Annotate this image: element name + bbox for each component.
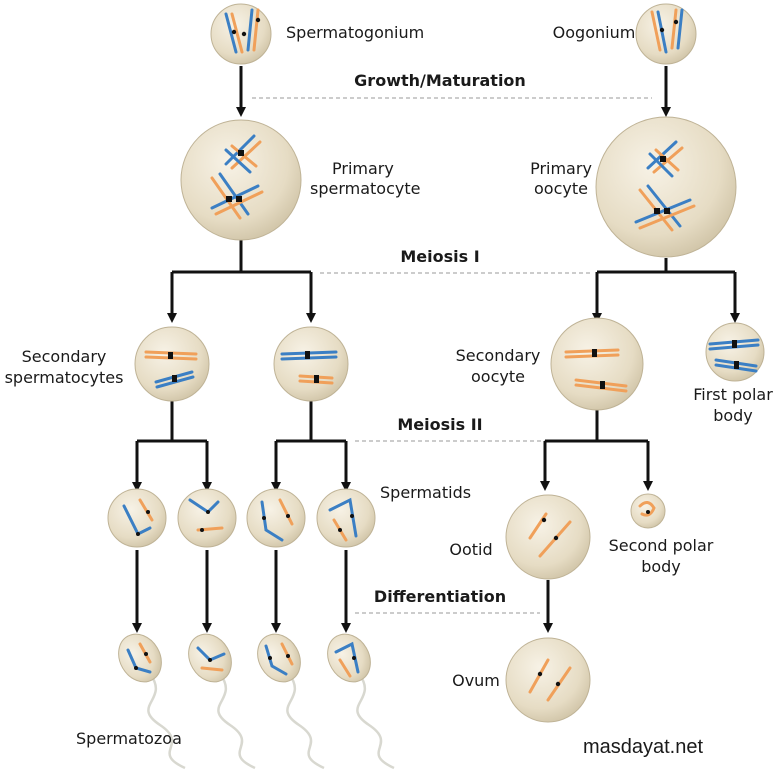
stage-growth-maturation: Growth/Maturation [354,71,526,90]
label-primary-spermatocyte-2: spermatocyte [310,179,420,198]
cell-spermatid-4 [316,488,376,548]
label-first-polar-body-2: body [713,406,753,425]
cell-spermatid-2 [177,488,237,548]
cell-secondary-spermatocyte-left [134,326,210,402]
watermark: masdayat.net [583,736,704,758]
label-primary-oocyte-1: Primary [530,159,592,178]
label-second-polar-body-2: body [641,557,681,576]
labels: Spermatogonium Oogonium Primary spermato… [5,23,774,748]
cell-spermatid-3 [246,488,306,548]
cell-primary-spermatocyte [180,119,302,241]
flow-arrows [132,66,740,633]
label-ootid: Ootid [449,540,492,559]
cell-secondary-spermatocyte-right [273,326,349,402]
spermatozoon-2 [188,633,256,770]
label-spermatids: Spermatids [380,483,471,502]
cells [107,3,765,770]
label-ovum: Ovum [452,671,500,690]
spermatozoon-4 [327,633,395,770]
label-spermatogonium: Spermatogonium [286,23,424,42]
label-secondary-spermatocytes-1: Secondary [22,347,107,366]
label-primary-spermatocyte-1: Primary [332,159,394,178]
cell-spermatogonium [210,3,272,65]
cell-secondary-oocyte [550,317,644,411]
label-primary-oocyte-2: oocyte [534,179,588,198]
cell-ootid [505,494,591,580]
cell-oogonium [635,3,697,65]
stage-differentiation: Differentiation [374,587,506,606]
cell-second-polar-body [630,493,666,529]
cell-primary-oocyte [595,116,737,258]
label-spermatozoa: Spermatozoa [76,729,182,748]
label-oogonium: Oogonium [553,23,636,42]
cell-first-polar-body [705,322,765,382]
label-secondary-spermatocytes-2: spermatocytes [5,368,124,387]
stage-labels: Growth/Maturation Meiosis I Meiosis II D… [354,71,526,606]
label-secondary-oocyte-1: Secondary [456,346,541,365]
label-secondary-oocyte-2: oocyte [471,367,525,386]
cell-ovum [505,637,591,723]
label-first-polar-body-1: First polar [693,385,773,404]
spermatozoon-3 [257,633,325,770]
stage-meiosis-2: Meiosis II [397,415,482,434]
label-second-polar-body-1: Second polar [609,536,714,555]
stage-guides [252,97,652,614]
stage-meiosis-1: Meiosis I [400,247,479,266]
cell-spermatid-1 [107,488,167,548]
spermatozoon-1 [118,633,186,770]
